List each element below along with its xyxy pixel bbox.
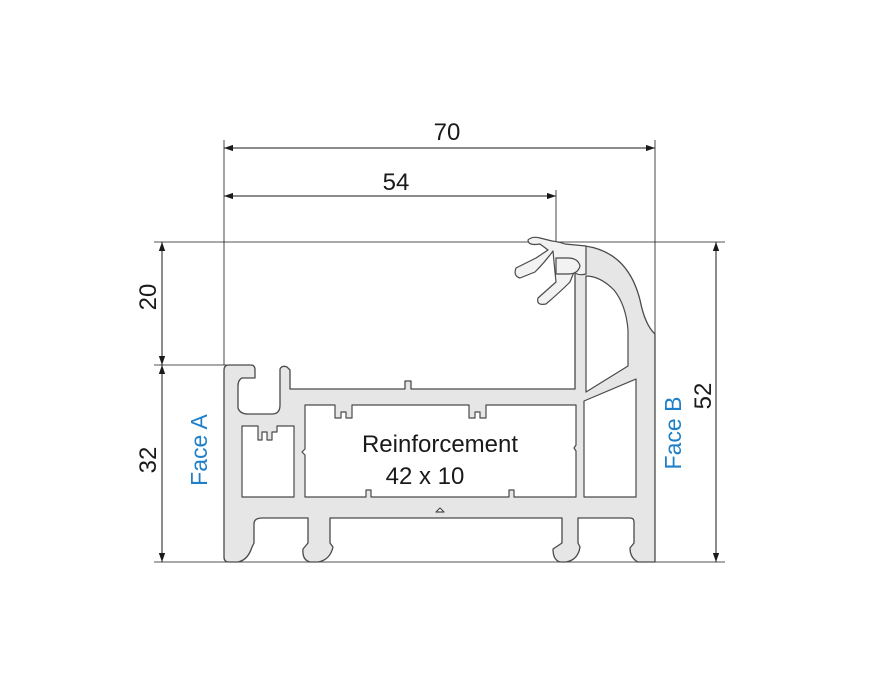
bottom-groove <box>435 507 445 513</box>
right-chamber <box>583 378 637 498</box>
dimension-lower-height: 32 <box>135 365 725 563</box>
upper-height-value: 20 <box>135 284 162 311</box>
total-height-value: 52 <box>690 383 717 410</box>
face-b-label: Face B <box>660 397 686 470</box>
lower-height-value: 32 <box>135 447 162 474</box>
glazing-gasket <box>514 236 587 305</box>
dimension-upper-height: 20 <box>135 241 725 366</box>
upper-chamber <box>585 275 629 393</box>
dimension-overall-width: 70 <box>223 119 656 365</box>
face-a-label: Face A <box>186 414 212 486</box>
overall-width-value: 70 <box>434 119 461 146</box>
inner-width-value: 54 <box>383 169 410 196</box>
reinforcement-chamber <box>301 404 577 498</box>
reinforcement-size: 42 x 10 <box>386 463 465 490</box>
window-profile-section <box>223 236 656 563</box>
reinforcement-title: Reinforcement <box>362 431 518 458</box>
dimension-inner-width: 54 <box>224 169 557 250</box>
left-chamber <box>241 425 295 498</box>
gasket-bulb <box>555 257 581 275</box>
dimension-total-height: 52 <box>690 242 720 562</box>
